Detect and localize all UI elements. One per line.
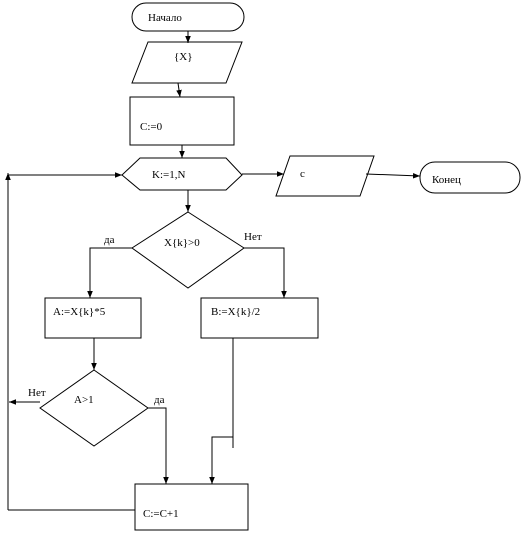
- end-terminator: Конец: [419, 161, 521, 194]
- process-a-label: A:=X{k}*5: [53, 306, 106, 318]
- end-label: Конец: [432, 174, 461, 186]
- loop-label: K:=1,N: [152, 169, 185, 181]
- input-parallelogram: {X}: [131, 41, 243, 84]
- start-terminator: Начало: [131, 2, 245, 32]
- connectors: [5, 31, 421, 511]
- decision-x-positive-label: X{k}>0: [164, 237, 200, 249]
- yes1-label: да: [104, 234, 115, 246]
- input-label: {X}: [174, 51, 193, 63]
- init-label: C:=0: [140, 121, 163, 133]
- process-b-label: B:=X{k}/2: [211, 306, 260, 318]
- arrow-input-to-init: [176, 82, 182, 98]
- decision-a-gt-1-label: A>1: [74, 394, 94, 406]
- arrow-output-to-end: [365, 172, 421, 179]
- output-parallelogram: c: [275, 155, 375, 197]
- init-process: C:=0: [129, 96, 235, 146]
- increment-label: C:=C+1: [143, 508, 179, 520]
- start-label: Начало: [148, 12, 182, 24]
- arrow-yes2-to-increment: [148, 407, 169, 484]
- arrow-yes1-to-a: [87, 247, 132, 298]
- process-b: B:=X{k}/2: [200, 297, 319, 339]
- no2-label: Нет: [28, 387, 46, 399]
- no1-label: Нет: [244, 231, 262, 243]
- decision-a-gt-1: A>1: [39, 369, 149, 447]
- arrow-no1-to-b: [244, 247, 287, 298]
- loop-hexagon: K:=1,N: [121, 157, 243, 191]
- arrow-b-to-increment: [209, 436, 233, 484]
- decision-x-positive: X{k}>0: [131, 211, 245, 289]
- process-a: A:=X{k}*5: [44, 297, 142, 339]
- increment-process: C:=C+1: [134, 483, 249, 531]
- output-label: c: [300, 168, 305, 180]
- yes2-label: да: [154, 394, 165, 406]
